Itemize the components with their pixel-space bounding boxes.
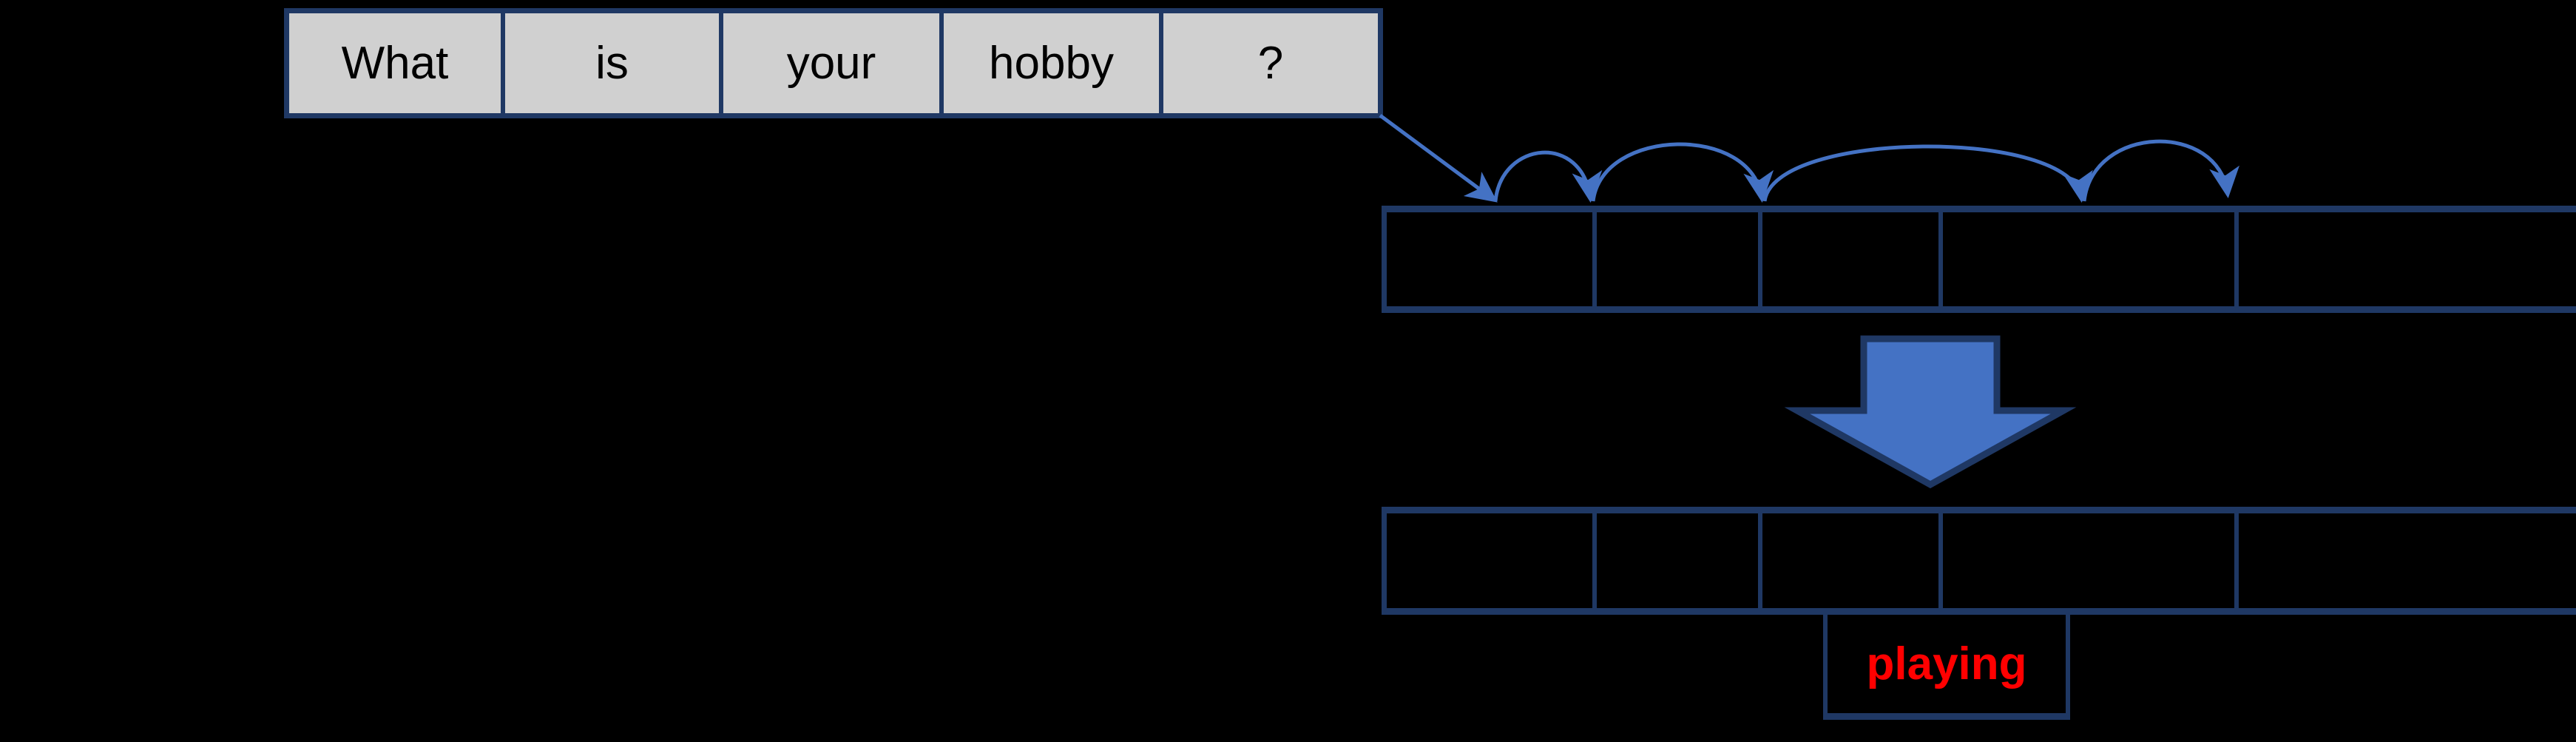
decoder-cell-0[interactable] [1387, 513, 1597, 608]
source-to-encoder-arrow [1379, 113, 1498, 203]
decoder-table [1382, 507, 2576, 615]
encoder-cell-1[interactable] [1597, 212, 1762, 306]
encoder-hop-arc-2 [1591, 142, 1774, 203]
encoder-cell-3[interactable] [1943, 212, 2239, 306]
output-word-label: playing [1866, 638, 2027, 689]
source-cell-label-4: ? [1257, 38, 1284, 89]
encoder-cell-0[interactable] [1387, 212, 1597, 306]
decoder-cell-3[interactable] [1943, 513, 2239, 608]
encoder-hop-arc-3 [1762, 144, 2093, 203]
encoder-table [1382, 206, 2576, 313]
output-word-cell[interactable]: playing [1823, 615, 2070, 720]
decoder-cell-1[interactable] [1597, 513, 1762, 608]
encoder-to-decoder-arrow [1784, 335, 2077, 489]
source-cell-label-3: hobby [989, 38, 1114, 89]
source-cell-label-0: What [341, 38, 449, 89]
source-cell-1[interactable]: is [505, 13, 723, 113]
source-cell-4[interactable]: ? [1163, 13, 1378, 113]
decoder-cell-4[interactable] [2239, 513, 2576, 608]
encoder-cell-4[interactable] [2239, 212, 2576, 306]
source-cell-2[interactable]: your [723, 13, 944, 113]
source-cell-label-2: your [786, 38, 876, 89]
source-cell-0[interactable]: What [289, 13, 505, 113]
source-cell-label-1: is [595, 38, 629, 89]
encoder-cell-2[interactable] [1762, 212, 1943, 306]
source-cell-3[interactable]: hobby [944, 13, 1163, 113]
decoder-cell-2[interactable] [1762, 513, 1943, 608]
encoder-hop-arc-1 [1493, 150, 1603, 203]
input-question-table: What is your hobby ? [284, 8, 1383, 118]
encoder-hop-arc-4 [2082, 139, 2239, 202]
